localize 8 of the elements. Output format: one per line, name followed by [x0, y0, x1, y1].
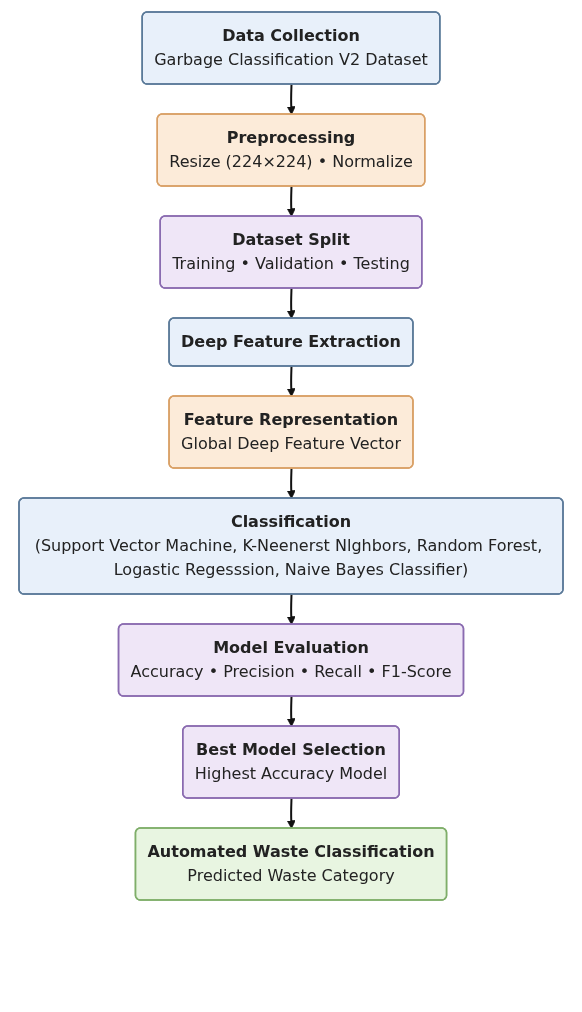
- arrow: [286, 287, 296, 319]
- arrow: [286, 365, 296, 397]
- arrow: [286, 797, 296, 829]
- arrow: [286, 83, 296, 115]
- arrow: [286, 695, 296, 727]
- arrow: [286, 467, 296, 499]
- arrow: [286, 593, 296, 625]
- arrow: [286, 185, 296, 217]
